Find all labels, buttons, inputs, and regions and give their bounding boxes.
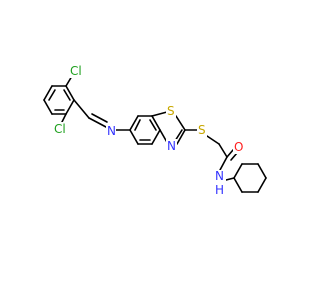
amide-nitrogen-atom: N bbox=[214, 169, 226, 184]
carbonyl-oxygen-atom: O bbox=[233, 140, 244, 154]
thiazole-sulfur-atom: S bbox=[166, 104, 176, 118]
amide-nitrogen-label: N bbox=[215, 169, 224, 183]
chlorine-atom-upper: Cl bbox=[68, 64, 84, 78]
chlorine-atom-lower: Cl bbox=[52, 122, 68, 136]
amide-hydrogen-atom: H bbox=[214, 183, 226, 198]
imine-nitrogen-atom: N bbox=[106, 124, 116, 138]
chlorine-label-lower: Cl bbox=[54, 122, 66, 136]
chlorine-label-upper: Cl bbox=[70, 64, 82, 78]
carbonyl-oxygen-label: O bbox=[234, 140, 243, 154]
bond-lines bbox=[43, 75, 267, 193]
amide-hydrogen-label: H bbox=[215, 183, 224, 197]
thioether-sulfur-atom: S bbox=[197, 123, 207, 137]
thiazole-sulfur-label: S bbox=[167, 104, 175, 118]
thiazole-nitrogen-label: N bbox=[167, 139, 176, 153]
thioether-sulfur-label: S bbox=[198, 123, 206, 137]
thiazole-nitrogen-atom: N bbox=[166, 139, 177, 153]
imine-nitrogen-label: N bbox=[107, 124, 116, 138]
molecule-structure: Cl Cl N S N S O N bbox=[43, 64, 267, 198]
atom-labels: Cl Cl N S N S O N bbox=[52, 64, 244, 198]
